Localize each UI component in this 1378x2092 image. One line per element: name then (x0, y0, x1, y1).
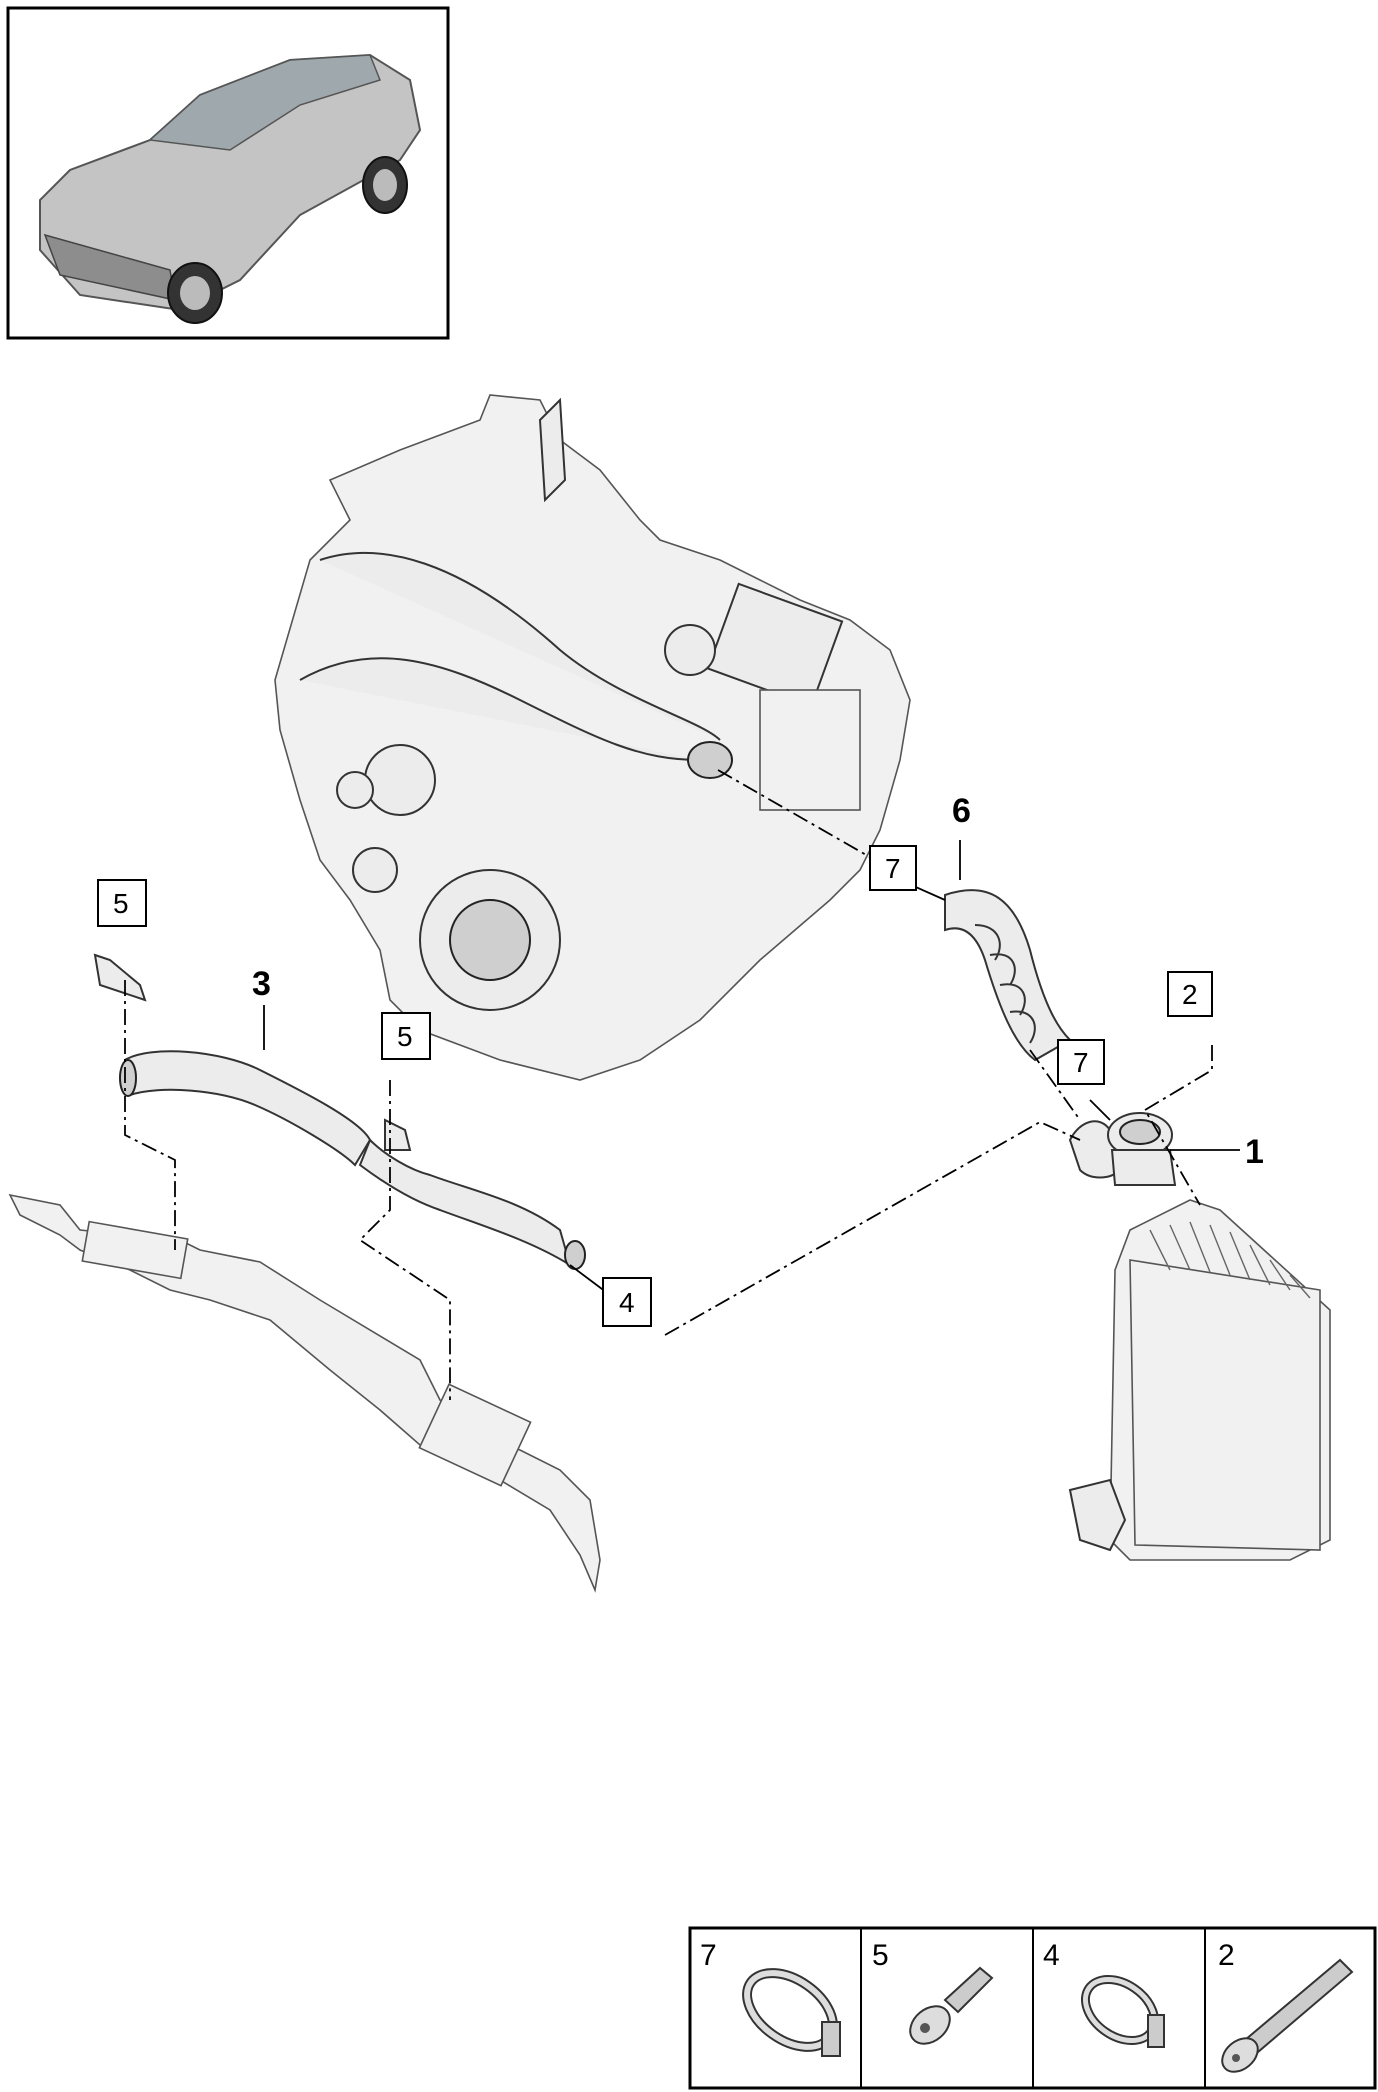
legend-cell-5: 5 (872, 1939, 994, 2045)
svg-text:7: 7 (885, 853, 901, 884)
intercooler (1068, 1199, 1331, 1561)
callout-1: 1 (1245, 1133, 1264, 1171)
legend-cell-4: 4 (1043, 1939, 1165, 2048)
svg-text:2: 2 (1218, 1939, 1235, 1972)
callout-box-4: 4 (602, 1277, 652, 1327)
svg-text:2: 2 (1182, 979, 1198, 1010)
engine-assembly (274, 394, 911, 1081)
legend-cell-7: 7 (700, 1939, 841, 2057)
parts-legend: 7 5 4 2 (688, 1926, 1377, 2090)
connecting-piece (1068, 1112, 1177, 1186)
svg-text:5: 5 (113, 888, 129, 919)
svg-text:6: 6 (952, 792, 971, 830)
callout-box-5-mid: 5 (381, 1012, 431, 1060)
hose-clamp-icon (1080, 1975, 1165, 2048)
svg-text:1: 1 (1245, 1133, 1264, 1171)
svg-text:4: 4 (1043, 1939, 1060, 1972)
callout-box-2: 2 (1167, 971, 1213, 1017)
callout-box-5-left: 5 (97, 879, 147, 927)
legend-cell-2: 2 (1218, 1939, 1354, 2073)
bracket-rail (8, 1193, 601, 1593)
callout-3: 3 (252, 965, 271, 1003)
hose-clamp-icon (742, 1968, 841, 2057)
svg-text:7: 7 (1073, 1047, 1089, 1078)
callout-box-7-top: 7 (869, 845, 917, 891)
svg-text:5: 5 (872, 1939, 889, 1972)
svg-text:3: 3 (252, 965, 271, 1003)
svg-text:5: 5 (397, 1021, 413, 1052)
charge-air-hose (944, 889, 1072, 1062)
long-bolt-icon (1221, 1958, 1354, 2073)
car-icon (39, 53, 422, 324)
flange-bolt-icon (909, 1966, 994, 2045)
vehicle-thumbnail (6, 6, 450, 340)
svg-text:7: 7 (700, 1939, 717, 1972)
connection-lines (124, 769, 1213, 1400)
callout-box-7-right: 7 (1057, 1039, 1105, 1085)
svg-text:4: 4 (619, 1287, 635, 1318)
leader-lines (263, 840, 1240, 1296)
callout-6: 6 (952, 792, 971, 830)
